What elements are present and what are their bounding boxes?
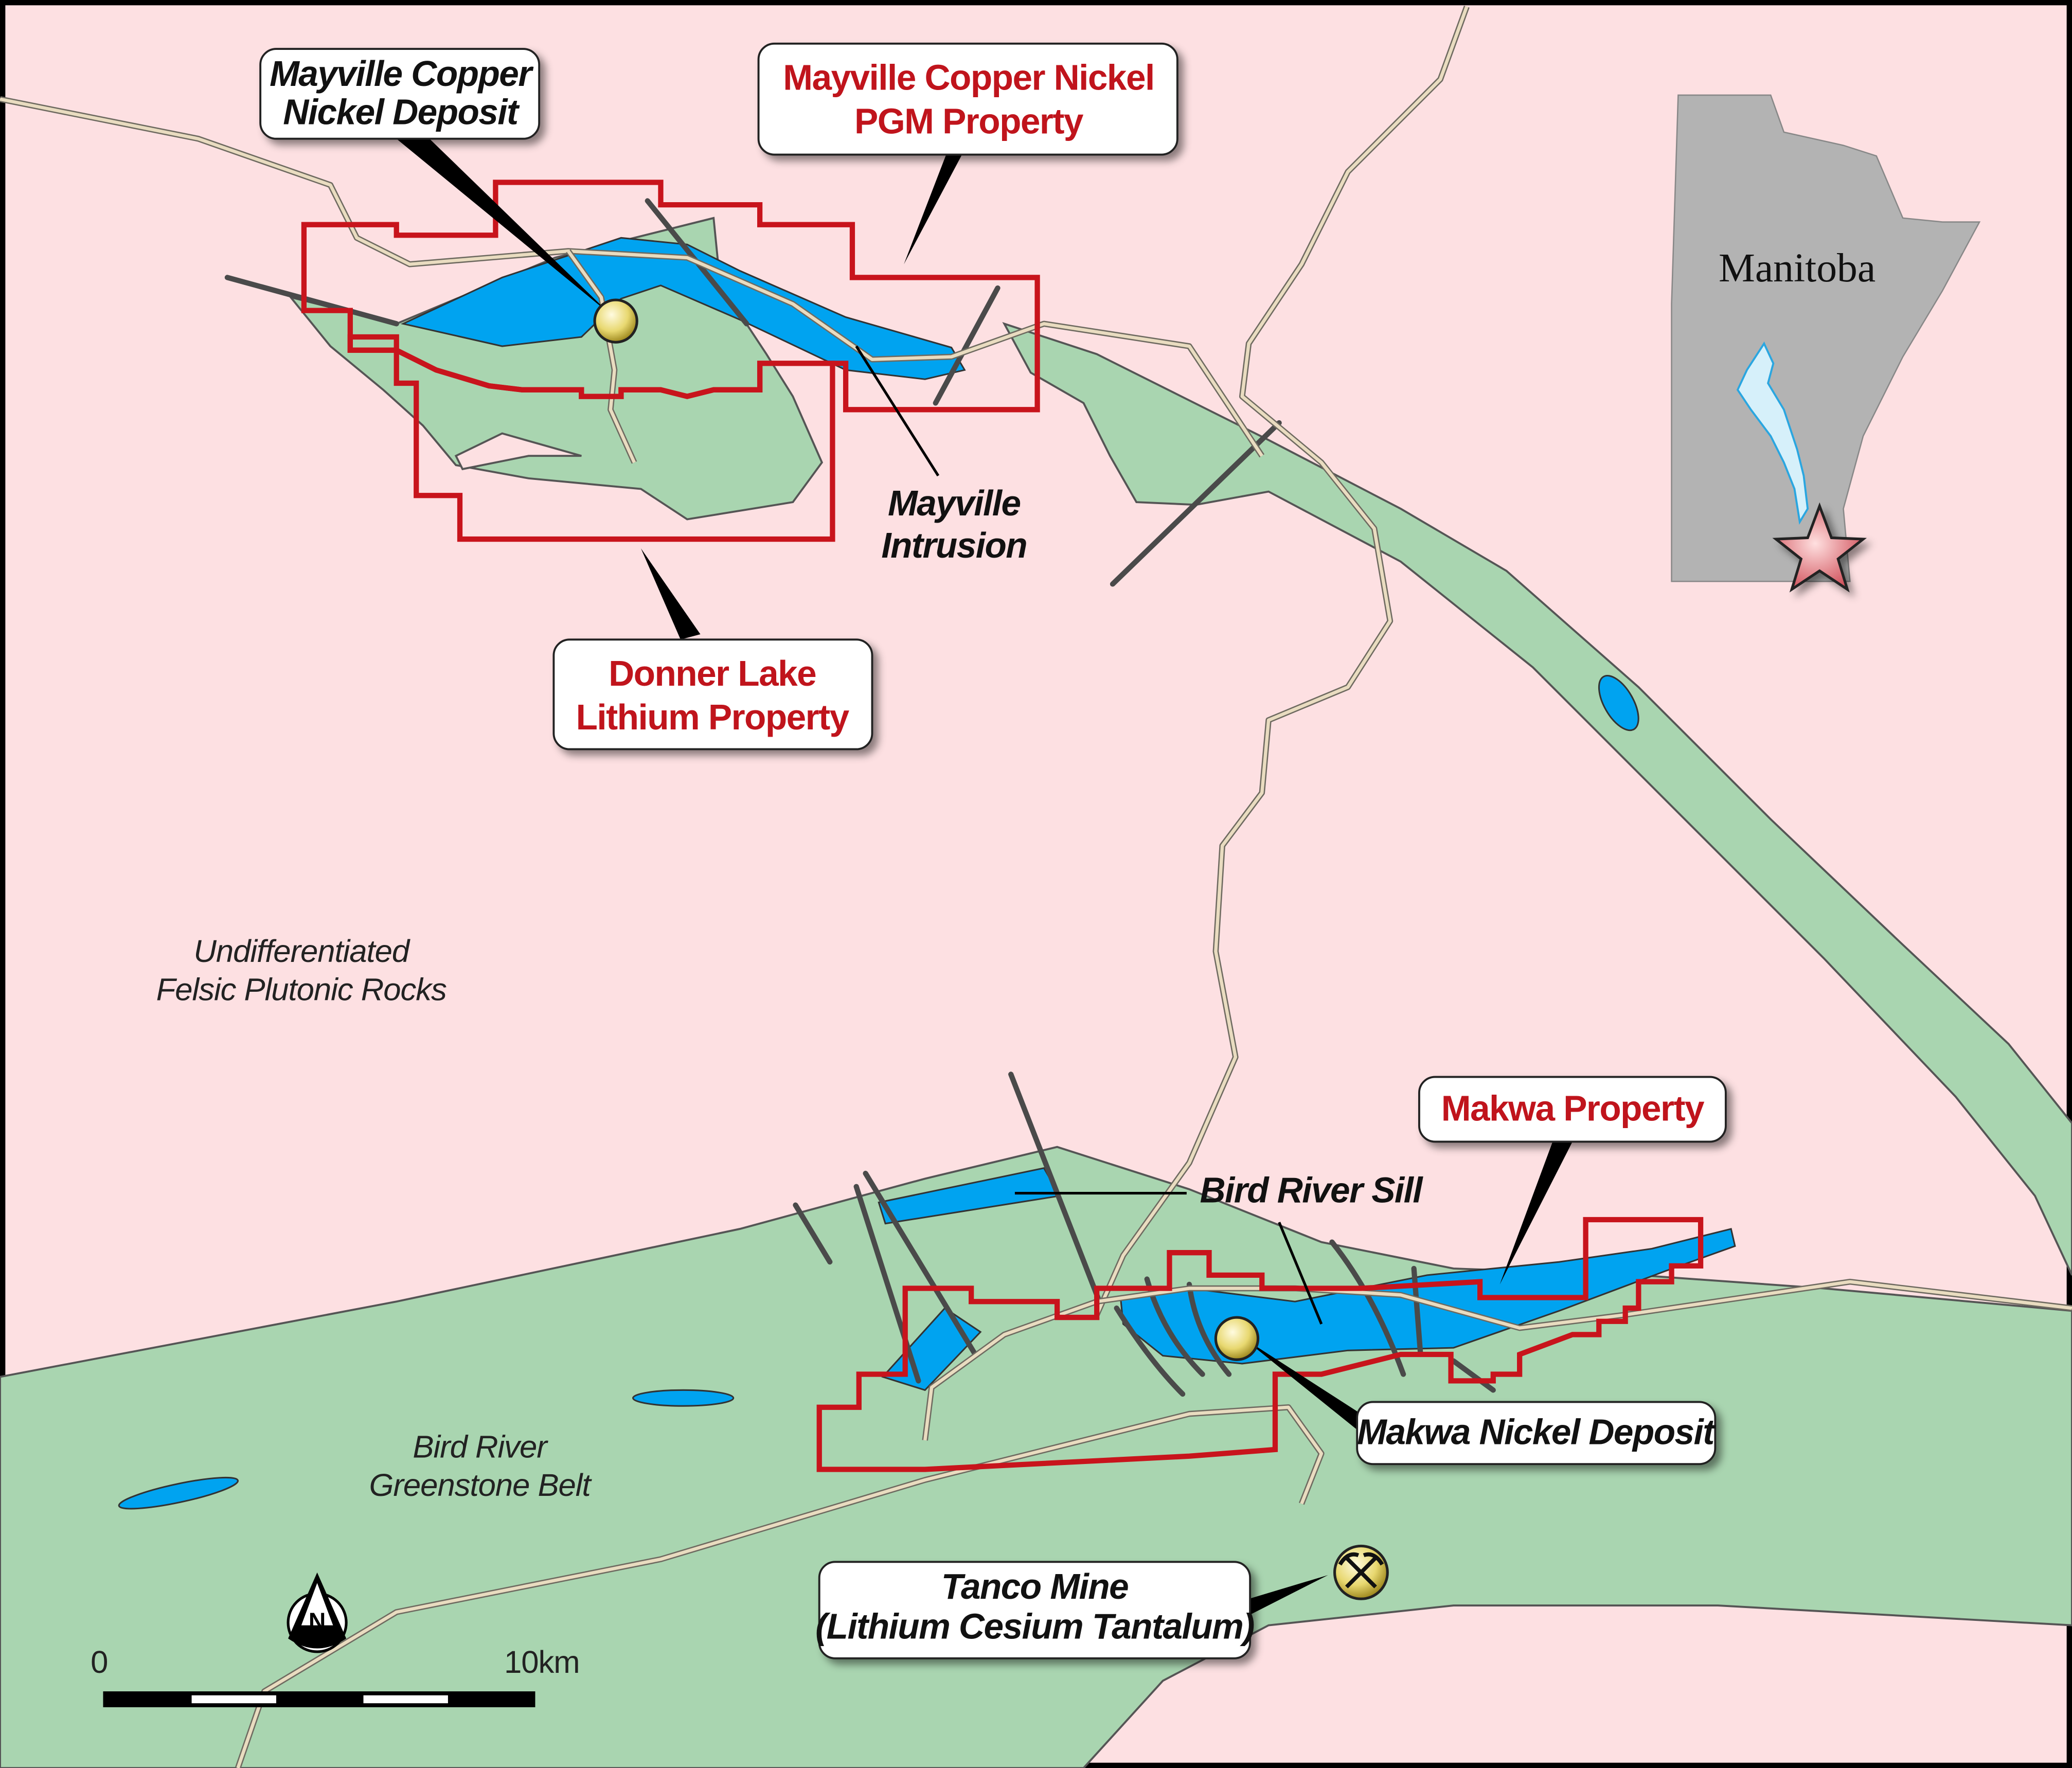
greenstone-belt-label: Greenstone Belt bbox=[369, 1468, 593, 1503]
north-arrow: N bbox=[287, 1572, 348, 1653]
label-makwa-deposit[interactable]: Makwa Nickel Deposit bbox=[1356, 1401, 1717, 1466]
felsic-rocks-label: Undifferentiated bbox=[193, 934, 410, 969]
mayville-intrusion-label: Intrusion bbox=[881, 525, 1027, 565]
makwa-deposit-marker[interactable] bbox=[1214, 1316, 1260, 1361]
svg-text:Donner Lake: Donner Lake bbox=[609, 653, 816, 693]
roads bbox=[0, 5, 2072, 1768]
svg-text:Makwa Nickel Deposit: Makwa Nickel Deposit bbox=[1357, 1412, 1716, 1452]
scale-bar: 0 10km bbox=[91, 1645, 580, 1707]
label-mayville-deposit[interactable]: Mayville Copper Nickel Deposit bbox=[259, 48, 541, 140]
lake bbox=[1598, 674, 1639, 731]
svg-text:Nickel Deposit: Nickel Deposit bbox=[283, 92, 520, 132]
makwa-property-outline bbox=[816, 1217, 1704, 1472]
label-tanco-mine[interactable]: Tanco Mine (Lithium Cesium Tantalum) bbox=[815, 1561, 1255, 1659]
svg-text:PGM Property: PGM Property bbox=[854, 101, 1084, 141]
felsic-inclusion bbox=[454, 432, 582, 471]
lake-winnipeg bbox=[1736, 341, 1809, 525]
mine-icon[interactable] bbox=[1333, 1544, 1389, 1600]
scale-end: 10km bbox=[504, 1645, 580, 1680]
greenstone-belt-northeast bbox=[1002, 322, 2072, 1276]
leader-lines bbox=[396, 138, 1573, 1615]
label-mayville-property[interactable]: Mayville Copper Nickel PGM Property bbox=[757, 42, 1178, 156]
felsic-rocks-label: Felsic Plutonic Rocks bbox=[156, 972, 446, 1008]
svg-text:(Lithium Cesium Tantalum): (Lithium Cesium Tantalum) bbox=[815, 1606, 1254, 1646]
donner-property-outline bbox=[347, 334, 835, 542]
svg-text:Mayville Copper: Mayville Copper bbox=[270, 53, 534, 94]
lake bbox=[118, 1476, 239, 1510]
lake bbox=[632, 1389, 735, 1407]
label-donner-property[interactable]: Donner Lake Lithium Property bbox=[552, 638, 873, 751]
svg-text:N: N bbox=[309, 1608, 326, 1634]
inset-title: Manitoba bbox=[1719, 245, 1875, 291]
svg-text:Makwa Property: Makwa Property bbox=[1441, 1088, 1705, 1128]
svg-text:Mayville Copper Nickel: Mayville Copper Nickel bbox=[783, 58, 1154, 98]
bird-river-sill-label: Bird River Sill bbox=[1200, 1170, 1423, 1210]
label-makwa-property[interactable]: Makwa Property bbox=[1418, 1076, 1727, 1143]
manitoba-inset-map: Manitoba bbox=[1671, 94, 1981, 593]
star-icon bbox=[1772, 502, 1867, 593]
svg-text:Lithium Property: Lithium Property bbox=[576, 697, 850, 737]
greenstone-belt-label: Bird River bbox=[413, 1429, 548, 1465]
scale-start: 0 bbox=[91, 1645, 108, 1680]
mayville-intrusion-label: Mayville bbox=[888, 483, 1021, 523]
svg-text:Tanco Mine: Tanco Mine bbox=[941, 1566, 1128, 1606]
fault-lines bbox=[224, 198, 1496, 1397]
mayville-deposit-marker[interactable] bbox=[593, 298, 638, 344]
